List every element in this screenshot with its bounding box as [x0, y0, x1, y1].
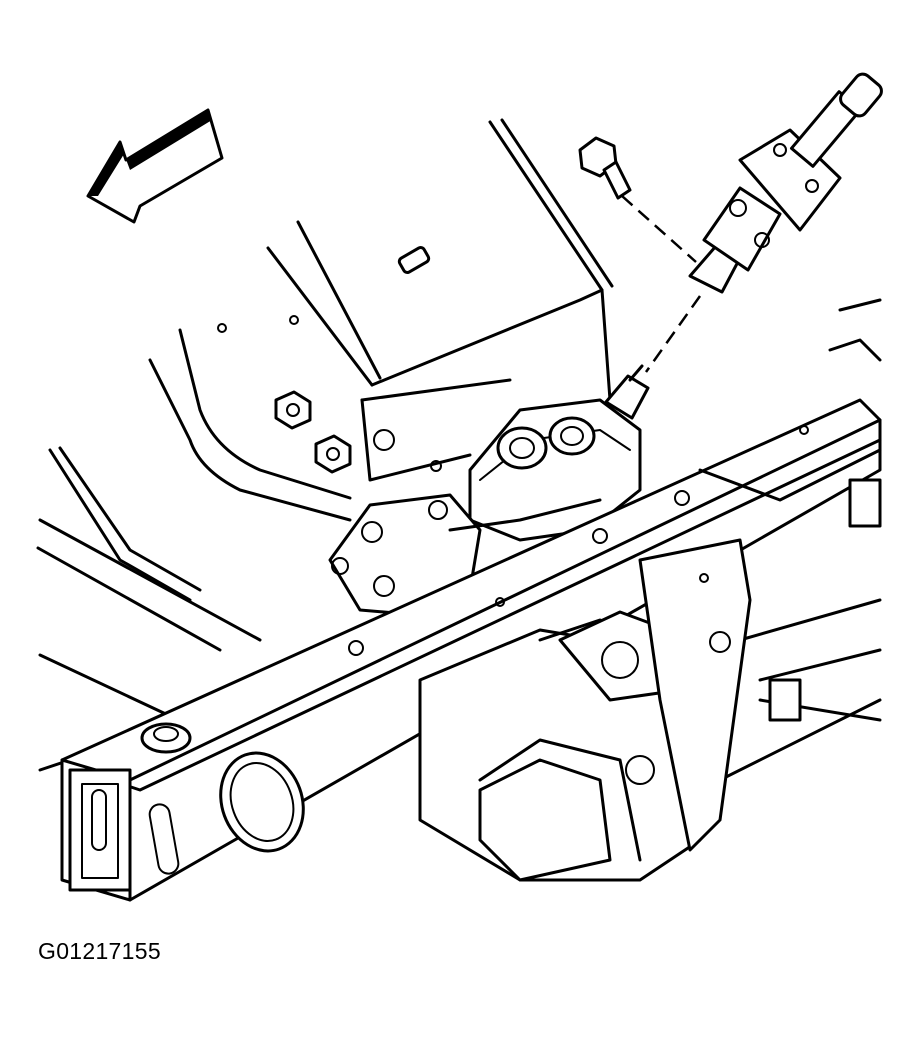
intermediate-shaft	[688, 72, 883, 294]
mounting-bracket	[418, 538, 752, 882]
rail-bolt	[140, 722, 192, 754]
right-component	[768, 298, 882, 722]
frame-rail	[60, 398, 882, 902]
pinch-bolt	[578, 136, 632, 200]
shaft-leader-line	[644, 295, 702, 373]
steering-gear	[328, 398, 642, 617]
bolt-leader-line	[621, 195, 697, 263]
direction-arrow	[86, 108, 224, 224]
panel-bolt-upper	[274, 390, 312, 430]
figure-id-label: G01217155	[38, 938, 161, 964]
frame-bracket	[217, 118, 614, 482]
panel-bolt-lower	[314, 434, 352, 474]
gear-input-shaft	[604, 364, 650, 420]
stud-pin	[397, 246, 431, 274]
